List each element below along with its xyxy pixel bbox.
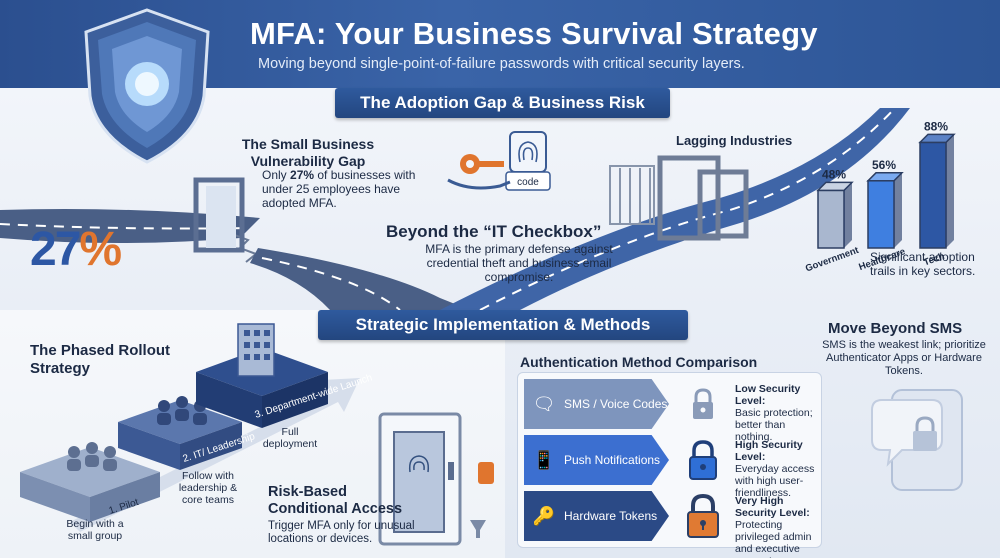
bar-tech	[919, 141, 947, 249]
fingerprint-icon	[505, 131, 551, 191]
page-subtitle: Moving beyond single-point-of-failure pa…	[258, 56, 745, 72]
step3-desc: Full deployment	[262, 426, 318, 450]
method-sms: 🗨 SMS / Voice Codes	[524, 379, 669, 429]
big-stat-27: 27%	[30, 223, 122, 276]
phased-title: The Phased Rollout Strategy	[30, 342, 171, 377]
gate-fence	[609, 165, 655, 225]
page-title: MFA: Your Business Survival Strategy	[250, 16, 818, 51]
method-label: SMS / Voice Codes	[564, 397, 668, 411]
security-level-high: High Security Level:Everyday access with…	[735, 439, 815, 499]
key-hand-icon	[447, 154, 511, 190]
code-label: code	[517, 177, 539, 188]
doorway	[193, 177, 245, 253]
risk-title: Risk-Based Conditional Access	[268, 484, 403, 517]
security-level-low: Low Security Level:Basic protection; bet…	[735, 383, 813, 443]
gap-title: The Small Business Vulnerability Gap	[241, 136, 375, 169]
bar-top-tech	[918, 133, 956, 144]
bar-value-label: 48%	[822, 167, 846, 181]
leadership-people-icon	[157, 396, 207, 425]
filter-icon	[470, 520, 486, 538]
bar-side-healthcare	[894, 172, 902, 248]
step2-desc: Follow with leadership & core teams	[178, 470, 238, 506]
bar-value-label: 88%	[924, 119, 948, 133]
beyond-title: Beyond the “IT Checkbox”	[386, 222, 602, 241]
method-push: 📱 Push Notifications	[524, 435, 669, 485]
comparison-title: Authentication Method Comparison	[520, 354, 758, 370]
phone-icon: 📱	[532, 450, 556, 470]
lock-icon	[689, 440, 717, 480]
gap-text: Only 27% of businesses with under 25 emp…	[262, 168, 416, 210]
method-hardware: 🔑 Hardware Tokens	[524, 491, 669, 541]
bar-healthcare	[867, 180, 895, 249]
conditional-access-door-icon	[378, 412, 494, 546]
road-right	[440, 108, 910, 310]
bar-government	[817, 189, 845, 249]
bar-value-label: 56%	[872, 158, 896, 172]
move-beyond-sms-text: SMS is the weakest link; prioritize Auth…	[822, 339, 986, 377]
move-beyond-sms-title: Move Beyond SMS	[828, 320, 963, 337]
lagging-note: Significant adoption trails in key secto…	[870, 250, 976, 278]
bar-side-government	[844, 182, 852, 248]
risk-text: Trigger MFA only for unusual locations o…	[268, 520, 415, 545]
key-icon: 🔑	[532, 506, 556, 526]
bar-side-tech	[946, 134, 954, 248]
method-label: Push Notifications	[564, 453, 661, 467]
phone-alert-icon	[478, 462, 494, 484]
bar-top-government	[816, 181, 854, 192]
road-middle	[250, 248, 470, 310]
comparison-panel: 🗨 SMS / Voice Codes 📱 Push Notifications…	[517, 372, 822, 558]
phone-lock-illustration	[871, 389, 963, 491]
building-icon	[237, 323, 275, 377]
method-label: Hardware Tokens	[564, 509, 658, 523]
beyond-text: MFA is the primary defense against crede…	[425, 242, 613, 284]
section-banner-implementation: Strategic Implementation & Methods	[318, 310, 688, 340]
lagging-title: Lagging Industries	[676, 133, 793, 148]
lock-icon	[693, 388, 713, 419]
pilot-people-icon	[67, 442, 117, 471]
security-level-very-high: Very High Security Level:Protecting priv…	[735, 495, 812, 558]
section-banner-adoption: The Adoption Gap & Business Risk	[335, 88, 670, 118]
rollout-steps: 1. Pilot 2. IT/ Leadership 3. Department…	[20, 323, 494, 546]
bar-category-label: Government	[804, 245, 861, 275]
shield-icon	[84, 8, 210, 164]
gate-arch	[657, 155, 721, 241]
lock-icon	[687, 493, 719, 538]
chat-icon: 🗨	[532, 394, 556, 414]
step1-desc: Begin with a small group	[66, 518, 124, 542]
